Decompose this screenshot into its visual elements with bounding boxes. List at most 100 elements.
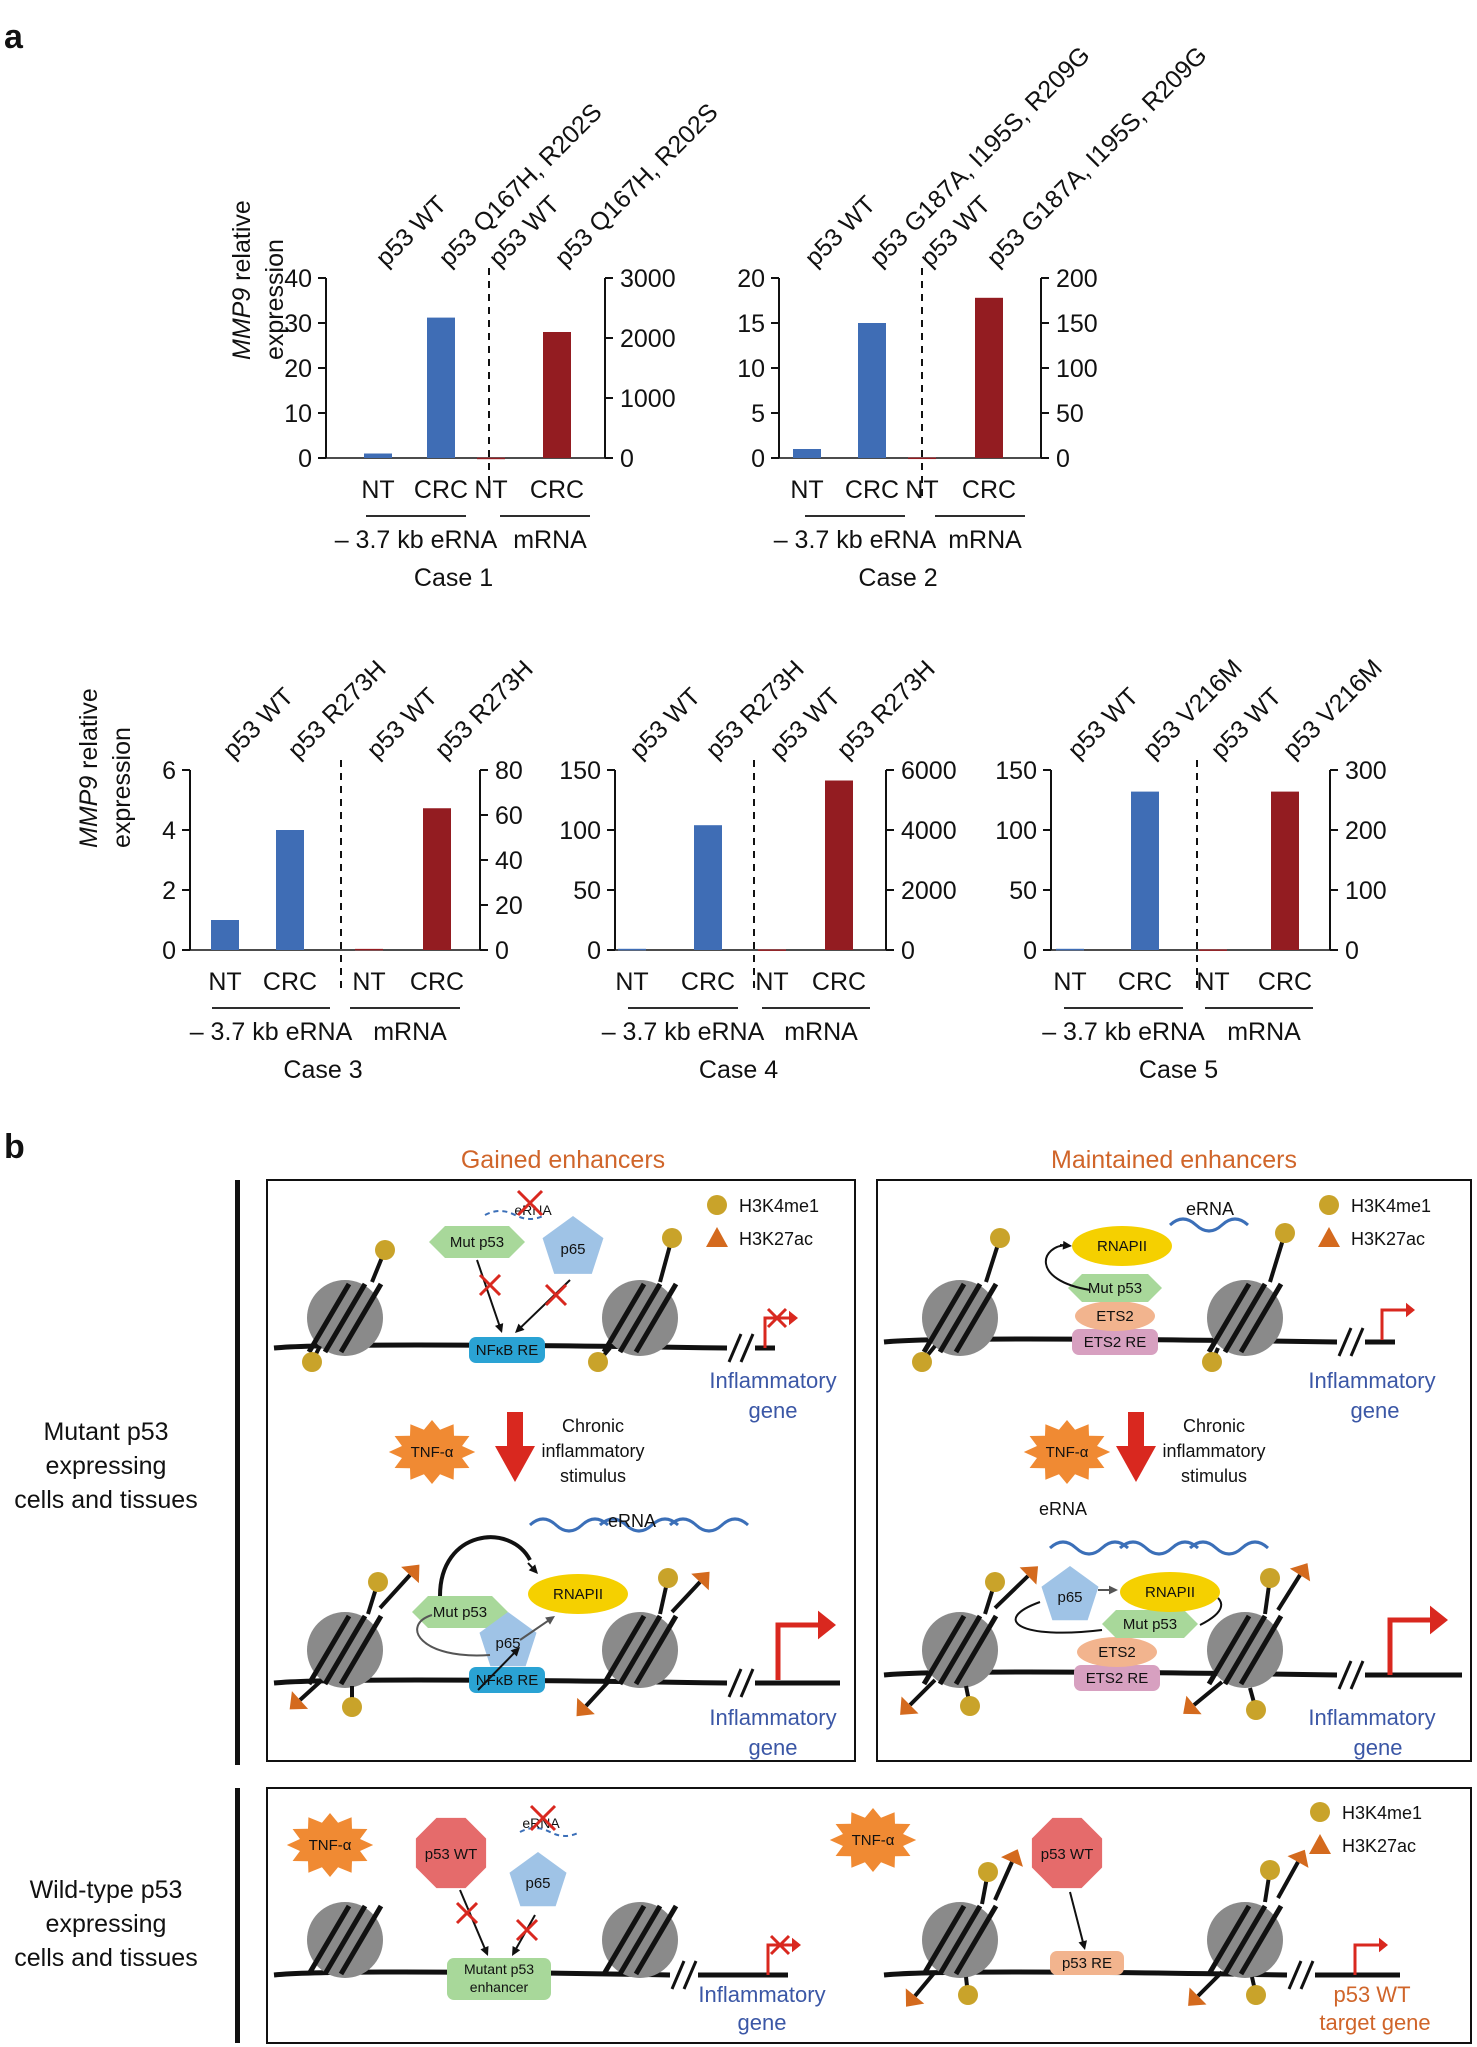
h3k4me1-mark (985, 1572, 1005, 1592)
arrow-line (1069, 1891, 1085, 1945)
left-tick-label: 10 (737, 355, 765, 383)
dna-wrap (322, 1282, 368, 1354)
tnf-alpha: TNF-α (829, 1808, 917, 1872)
right-tick-label: 60 (495, 802, 523, 830)
group-label-mrna: mRNA (784, 1018, 858, 1046)
dna-wrap (601, 1904, 647, 1976)
box-wildtype (266, 1787, 1472, 2044)
right-tick-label: 0 (1345, 937, 1359, 965)
dna-wrap (322, 1904, 368, 1976)
mutant-p53-enhancer-label: Mutant p53 (464, 1961, 534, 1977)
ets2-re-active-label: ETS2 RE (1086, 1670, 1149, 1687)
tnf-label: TNF-α (852, 1832, 895, 1849)
histone-tail (1276, 1861, 1300, 1899)
group-label-mrna: mRNA (373, 1018, 447, 1046)
rnapii-active: RNAPII (528, 1574, 628, 1614)
h3k27ac-mark (1183, 1695, 1202, 1715)
left-tick-label: 6 (162, 757, 176, 785)
legend-h3k27ac-marker (706, 1227, 728, 1247)
left-tick-label: 10 (284, 400, 312, 428)
dna-break (1337, 1327, 1353, 1357)
inflammatory-label: Inflammatory (1308, 1705, 1435, 1730)
row-label-wt-1: Wild-type p53 (30, 1876, 183, 1904)
tss-arrow (1380, 1308, 1406, 1340)
lane-label: NT (615, 968, 648, 996)
stimulus-label: Chronic (1183, 1416, 1245, 1436)
lane-label: NT (208, 968, 241, 996)
ets2-active: ETS2 (1077, 1637, 1157, 1667)
lane-label: CRC (530, 476, 584, 504)
histone-tail (908, 1678, 937, 1707)
legend-h3k4me1: H3K4me1 (1342, 1803, 1422, 1823)
lane-label: CRC (845, 476, 899, 504)
bar-crc (427, 317, 455, 458)
case-title: Case 3 (283, 1056, 362, 1084)
left-tick-label: 2 (162, 877, 176, 905)
h3k4me1-mark (342, 1697, 362, 1717)
dna-wrap (633, 1904, 679, 1976)
row-bracket-mutant (235, 1180, 240, 1765)
mut-p53-active-label: Mut p53 (433, 1604, 487, 1621)
erna-wave (528, 1517, 610, 1533)
left-tick-label: 0 (587, 937, 601, 965)
tss-arrow (775, 1622, 818, 1680)
lane-label: NT (755, 968, 788, 996)
recruit-curve (1199, 1597, 1223, 1626)
block-x (455, 1901, 479, 1925)
p65-maintained: p65 (1041, 1566, 1099, 1621)
lane-label: NT (790, 476, 823, 504)
dna-wrap (1206, 1282, 1252, 1354)
ets2-re-shape (1072, 1329, 1158, 1355)
dna-wrap (953, 1614, 999, 1686)
h3k27ac-mark (1001, 1849, 1023, 1867)
bar-nt (1056, 948, 1084, 951)
arrow-head (545, 1616, 555, 1625)
lane-label: CRC (962, 476, 1016, 504)
histone-tail (1276, 1573, 1302, 1612)
nucleosome (306, 1612, 384, 1688)
nfkb-re: NFκB RE (469, 1337, 545, 1363)
p53-re-shape (1050, 1951, 1124, 1975)
histone-tail (298, 1678, 324, 1702)
block-x (515, 1918, 539, 1942)
dna-wrap (1222, 1282, 1268, 1354)
tss-arrowhead (818, 1610, 836, 1640)
gene-label: gene (749, 1398, 798, 1423)
legend-h3k27ac: H3K27ac (1351, 1229, 1425, 1249)
right-tick-label: 20 (495, 892, 523, 920)
p65-active-label: p65 (495, 1635, 520, 1652)
dna-wrap (1222, 1904, 1268, 1976)
left-tick-label: 100 (995, 817, 1037, 845)
stimulus-label: stimulus (1181, 1466, 1247, 1486)
bar-crc (276, 830, 304, 950)
bar-crc (543, 332, 571, 458)
p53-re: p53 RE (1050, 1951, 1124, 1975)
mut-p53-active: Mut p53 (412, 1596, 508, 1628)
tnf-alpha: TNF-α (388, 1420, 476, 1484)
p53-re-label: p53 RE (1062, 1955, 1112, 1972)
block-x (478, 1273, 502, 1297)
h3k4me1-mark (990, 1228, 1010, 1248)
arrow-head (1108, 1585, 1118, 1595)
tnf-shape (1023, 1420, 1111, 1484)
dna-break (670, 1960, 686, 1990)
right-tick-label: 1000 (620, 385, 676, 413)
arrow-head (515, 1323, 525, 1333)
p65-maintained-shape (1041, 1566, 1099, 1621)
group-label-erna: – 3.7 kb eRNA (774, 526, 937, 554)
block-x (544, 1283, 568, 1307)
tss-arrowhead (1379, 1937, 1388, 1953)
h3k4me1-mark (658, 1568, 678, 1588)
ets2-label: ETS2 (1096, 1308, 1134, 1325)
tss-arrowhead (792, 1937, 801, 1953)
dna-break (1337, 1660, 1353, 1690)
bar-crc (858, 323, 886, 458)
block-x (769, 1934, 791, 1956)
dna-break (727, 1668, 743, 1698)
column-label: p53 R273H (429, 655, 538, 764)
dna-break (727, 1333, 743, 1363)
dna-strand (883, 1969, 1288, 1978)
y-axis-label-row2-line2: expression (108, 727, 136, 848)
